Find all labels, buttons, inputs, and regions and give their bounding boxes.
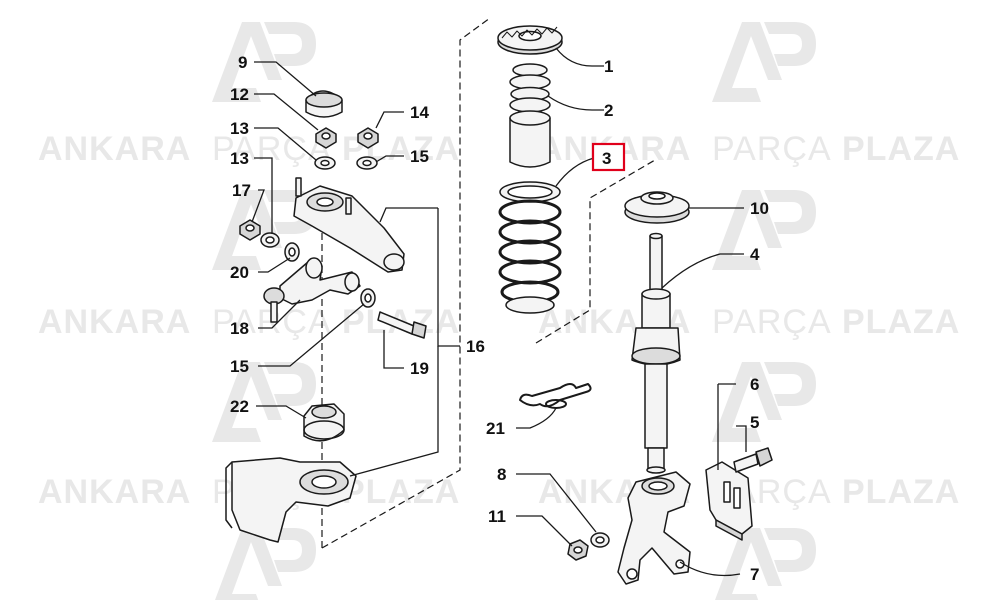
callout-20: 20 — [230, 263, 249, 282]
watermark-brand-bold: PLAZA — [842, 303, 960, 341]
washer-part — [260, 232, 280, 248]
leader-line — [516, 515, 573, 547]
callout-2: 2 — [604, 101, 613, 120]
leader-lines — [251, 47, 747, 577]
leader-line — [736, 425, 747, 452]
strut-top-seat-part — [624, 191, 690, 224]
washer-part — [590, 532, 610, 548]
upper-spring-seat-part — [497, 25, 563, 55]
callout-14: 14 — [410, 103, 429, 122]
coil-spring-part — [498, 181, 562, 314]
watermark-brand-bold: PLAZA — [842, 130, 960, 168]
callout-3: 3 — [602, 149, 611, 168]
nut-part — [239, 219, 261, 241]
nut-part — [357, 127, 379, 149]
watermark-brand-bold: ANKARA — [38, 473, 191, 511]
nut-part — [567, 539, 589, 561]
callout-7: 7 — [750, 565, 759, 584]
callout-9: 9 — [238, 53, 247, 72]
callout-18: 18 — [230, 319, 249, 338]
bump-stop-boot-part — [509, 63, 551, 168]
watermark-brand-light: PARÇA — [712, 130, 832, 168]
leader-line — [254, 61, 317, 97]
callout-15: 15 — [230, 357, 249, 376]
watermark-logo — [712, 528, 816, 600]
washer-part — [314, 156, 336, 170]
callout-13: 13 — [230, 149, 249, 168]
watermark-text-row-2: ANKARA PARÇA PLAZA ANKARA PARÇA PLAZA — [38, 303, 960, 341]
parts — [225, 25, 773, 585]
lower-mount-plate-part — [225, 457, 357, 543]
callout-19: 19 — [410, 359, 429, 378]
leader-line — [258, 303, 365, 367]
leader-line — [258, 299, 301, 329]
washer-part — [284, 242, 300, 262]
group-frames — [321, 17, 656, 549]
callout-17: 17 — [232, 181, 251, 200]
callout-numbers: 1 2 3 10 4 6 5 7 8 11 21 9 12 13 13 17 2… — [230, 53, 769, 584]
callout-13: 13 — [230, 119, 249, 138]
leader-line — [379, 207, 438, 223]
watermark-brand-light: PARÇA — [712, 303, 832, 341]
callout-6: 6 — [750, 375, 759, 394]
bolt-part — [733, 447, 773, 473]
watermark-layer: ANKARA PARÇA PLAZA ANKARA PARÇA PLAZA AN… — [38, 22, 960, 600]
knuckle-bracket-part — [617, 471, 691, 585]
leader-line — [258, 257, 291, 273]
mounting-bracket-part — [705, 461, 753, 541]
callout-4: 4 — [750, 245, 760, 264]
highlight-box — [591, 142, 626, 172]
watermark-logo — [212, 528, 316, 600]
watermark-logo — [712, 22, 816, 102]
leader-line — [375, 111, 404, 129]
leader-line — [254, 157, 273, 234]
callout-10: 10 — [750, 199, 769, 218]
shock-absorber-part — [631, 232, 681, 474]
leader-line — [349, 346, 439, 477]
watermark-brand-bold: ANKARA — [38, 303, 191, 341]
watermark-logo — [212, 362, 316, 442]
leader-line — [661, 253, 744, 289]
callout-15: 15 — [410, 147, 429, 166]
watermark-text-row-1: ANKARA PARÇA PLAZA ANKARA PARÇA PLAZA — [38, 130, 960, 168]
washer-part — [360, 288, 376, 308]
callout-8: 8 — [497, 465, 506, 484]
leader-line — [679, 561, 741, 577]
washer-part — [356, 156, 378, 170]
leader-line — [251, 189, 265, 223]
watermark-brand-light: PARÇA — [212, 130, 332, 168]
rubber-bushing-part — [303, 403, 345, 442]
right-group-frame — [535, 159, 656, 344]
upper-mount-arm-part — [293, 177, 405, 273]
leader-line — [254, 127, 317, 161]
callout-16: 16 — [466, 337, 485, 356]
callout-5: 5 — [750, 413, 759, 432]
watermark-brand-bold: PLAZA — [342, 473, 460, 511]
control-arm-ball-joint-part — [263, 257, 361, 323]
leader-line — [547, 95, 604, 111]
leader-line — [516, 407, 557, 429]
retaining-clip-part — [519, 383, 592, 409]
watermark-brand-bold: ANKARA — [38, 130, 191, 168]
callout-11: 11 — [488, 507, 506, 526]
leader-line — [256, 405, 307, 419]
leader-line — [383, 330, 404, 369]
watermark-logo — [712, 362, 816, 442]
watermark-brand-bold: PLAZA — [842, 473, 960, 511]
nut-part — [315, 127, 337, 149]
callout-1: 1 — [604, 57, 613, 76]
callout-21: 21 — [486, 419, 505, 438]
leader-line — [254, 93, 319, 131]
leader-line — [555, 47, 604, 67]
leader-line — [516, 473, 597, 533]
callout-12: 12 — [230, 85, 249, 104]
long-bolt-part — [377, 311, 427, 339]
callout-22: 22 — [230, 397, 249, 416]
leader-line — [375, 155, 404, 163]
rubber-cap-part — [305, 90, 343, 118]
